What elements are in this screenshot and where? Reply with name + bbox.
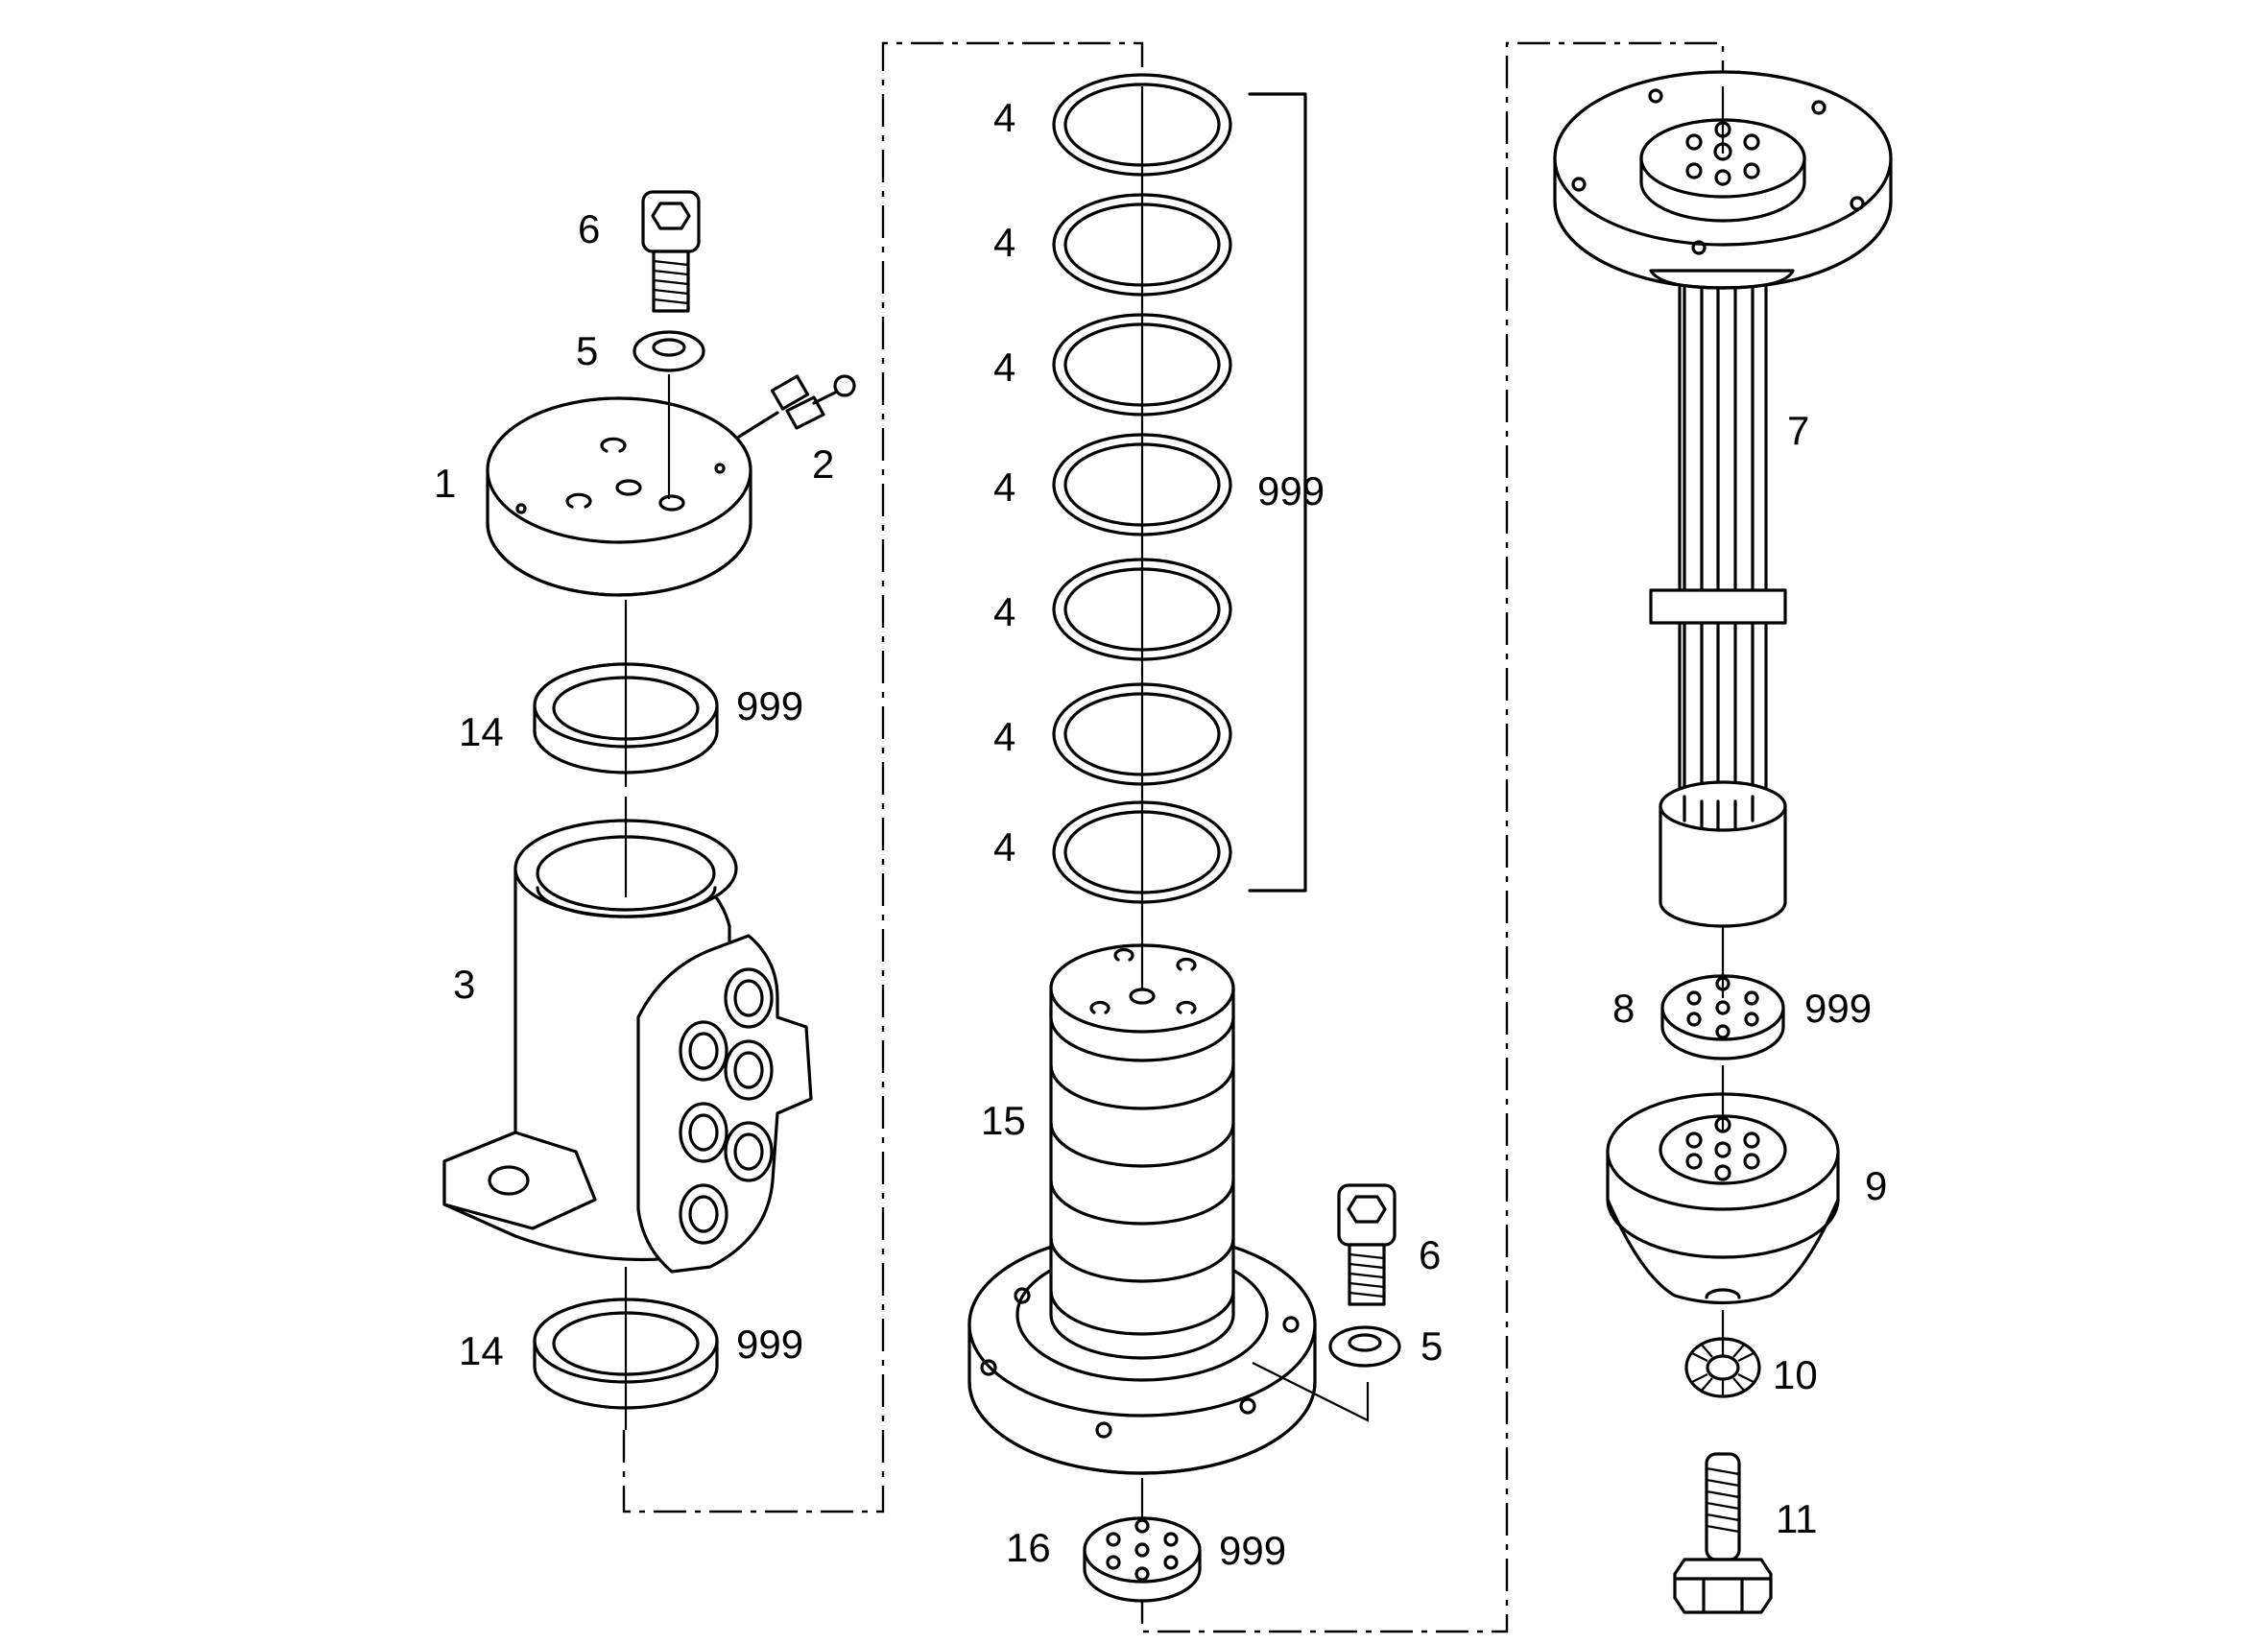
callout-2: 2 (812, 441, 834, 487)
part-1-cover-plate (486, 374, 752, 597)
connection-lines (622, 41, 1725, 1633)
callout-10: 10 (1773, 1352, 1818, 1397)
part-14-ring-lower (533, 1267, 719, 1430)
callout-15: 15 (981, 1098, 1026, 1143)
callout-4-g: 4 (993, 824, 1015, 870)
callout-11: 11 (1776, 1496, 1818, 1541)
part-2-nipple (737, 374, 856, 439)
callout-4-e: 4 (993, 589, 1015, 634)
callout-1: 1 (434, 461, 456, 506)
callout-999-oring-group: 999 (1257, 468, 1325, 513)
callout-999-seal-8: 999 (1804, 986, 1872, 1031)
callout-8: 8 (1612, 986, 1635, 1031)
part-10-lock-washer (1684, 1310, 1761, 1398)
callout-7: 7 (1787, 408, 1809, 453)
callout-5-middle: 5 (1420, 1323, 1443, 1369)
part-7-slip-ring-collector (1553, 70, 1893, 928)
part-5-washer-middle (1252, 1325, 1401, 1422)
part-8-seal-plate (1660, 926, 1785, 1060)
oring-group-bracket (1248, 92, 1307, 893)
callout-9: 9 (1865, 1163, 1887, 1208)
callout-4-c: 4 (993, 345, 1015, 390)
part-6-screw-middle (1337, 1183, 1397, 1306)
callout-16: 16 (1006, 1525, 1051, 1570)
callout-999-ring-upper: 999 (736, 683, 803, 728)
part-3-swivel-body (442, 797, 813, 1274)
part-5-washer-top (633, 330, 705, 372)
callout-4-d: 4 (993, 465, 1015, 510)
callout-5-top: 5 (576, 328, 598, 373)
part-6-screw-top (641, 190, 701, 313)
callout-999-ring-lower: 999 (736, 1322, 803, 1367)
callout-14-lower: 14 (459, 1328, 504, 1373)
callout-14-upper: 14 (459, 709, 504, 754)
part-11-bolt (1673, 1452, 1773, 1614)
callout-4-a: 4 (993, 95, 1015, 140)
part-15-rotor (967, 921, 1317, 1536)
callout-4-b: 4 (993, 220, 1015, 265)
callout-999-seal-16: 999 (1219, 1528, 1286, 1573)
callout-6-top: 6 (578, 206, 600, 251)
callout-4-f: 4 (993, 714, 1015, 759)
callout-6-middle: 6 (1419, 1232, 1441, 1277)
callout-labels: 1 2 3 4 4 4 4 4 4 4 5 5 6 6 7 8 9 10 11 … (434, 95, 1887, 1573)
callout-3: 3 (453, 962, 475, 1007)
part-4-oring-stack (1052, 73, 1232, 921)
part-9-end-cap (1606, 1065, 1840, 1305)
part-14-ring-upper (533, 600, 719, 787)
part-16-seal-bottom (1083, 1516, 1202, 1603)
